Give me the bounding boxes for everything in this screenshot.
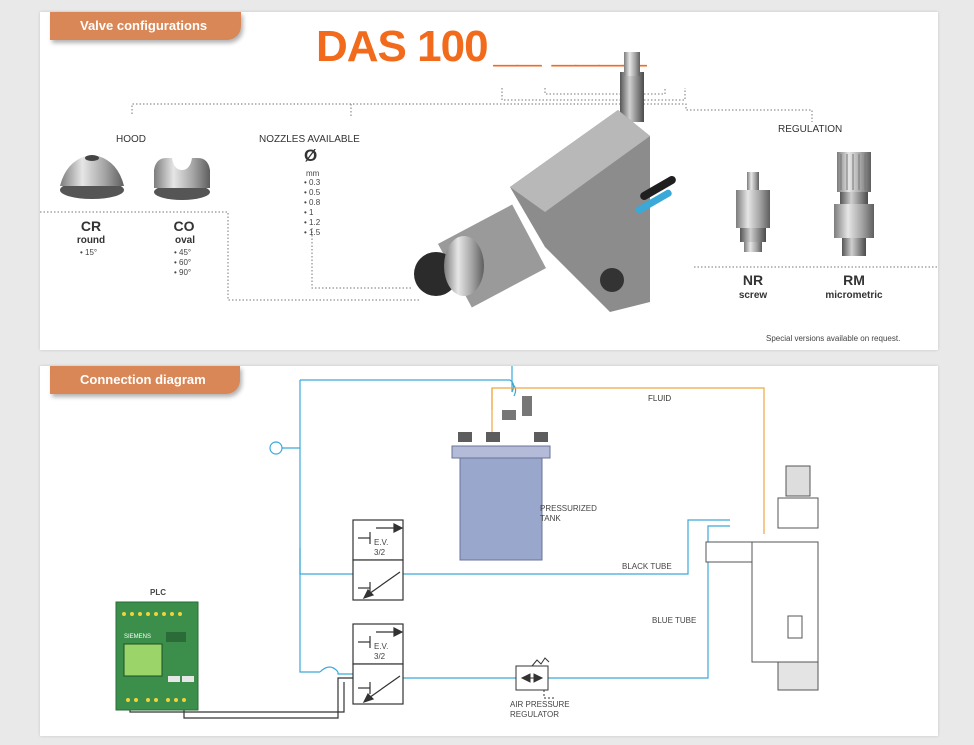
plc-image <box>115 601 199 711</box>
ev-bottom-label: E.V. 3/2 <box>374 642 389 661</box>
black-tube-label: BLACK TUBE <box>622 562 672 571</box>
hood-co-image <box>154 158 210 200</box>
ev-top-label: E.V. 3/2 <box>374 538 389 557</box>
regulation-label: REGULATION <box>778 124 843 135</box>
nozzle-size: • 1.5 <box>304 228 321 237</box>
connection-diagram-tab: Connection diagram <box>50 366 240 394</box>
connection-diagram <box>115 366 819 719</box>
ev-valve-top <box>352 519 404 601</box>
hood-cr-image <box>60 155 124 199</box>
regulation-nr-code: NR <box>742 272 764 288</box>
regulation-rm-name: micrometric <box>825 290 883 301</box>
nozzle-size: • 0.3 <box>304 178 321 187</box>
hood-co-code: CO <box>173 218 195 234</box>
air-pressure-regulator-icon <box>515 657 554 699</box>
diameter-symbol: Ø <box>304 146 318 165</box>
pressurized-tank-image <box>451 396 551 561</box>
blue-tube-lines <box>280 366 730 679</box>
nozzle-size: • 0.8 <box>304 198 321 207</box>
plc-brand: SIEMENS <box>124 634 152 640</box>
air-pressure-regulator-label: AIR PRESSURE REGULATOR <box>510 700 570 719</box>
regulation-nr-name: screw <box>738 290 768 301</box>
nozzle-size: • 1 <box>304 208 314 217</box>
regulation-nr-image <box>736 172 770 252</box>
regulation-rm-code: RM <box>843 272 865 288</box>
regulation-rm-image <box>834 152 874 256</box>
pressurized-tank-label: PRESSURIZED TANK <box>540 504 597 523</box>
special-versions-note: Special versions available on request. <box>766 334 901 343</box>
config-images <box>60 52 874 312</box>
blue-tube-label: BLUE TUBE <box>652 616 697 625</box>
hood-cr-angles: • 15° <box>80 248 98 257</box>
valve-outline-image <box>705 465 819 691</box>
hood-cr-name: round <box>76 235 106 246</box>
fluid-label: FLUID <box>648 394 672 403</box>
nozzle-unit: mm <box>306 169 320 178</box>
hood-label: HOOD <box>116 134 146 145</box>
fluid-line <box>491 387 765 534</box>
hood-co-angles: • 45° • 60° • 90° <box>174 248 192 277</box>
model-name: DAS 100 <box>316 22 489 71</box>
model-code-placeholder: __ ____ <box>493 22 647 71</box>
valve-image <box>414 52 676 312</box>
plc-label: PLC <box>150 588 166 597</box>
valve-configurations-tab: Valve configurations <box>50 12 242 40</box>
valve-configurations-panel: Valve configurations DAS 100__ ____ HOOD… <box>40 12 938 350</box>
model-title: DAS 100__ ____ <box>316 22 647 72</box>
ev-valve-bottom <box>352 623 404 705</box>
config-connector-lines <box>40 88 938 301</box>
hood-co-name: oval <box>174 235 195 246</box>
nozzle-size-list: • 0.3 • 0.5 • 0.8 • 1 • 1.2 • 1.5 <box>304 178 320 238</box>
nozzles-label: NOZZLES AVAILABLE <box>259 134 360 145</box>
connection-diagram-panel: Connection diagram <box>40 366 938 736</box>
nozzle-size: • 0.5 <box>304 188 321 197</box>
hood-cr-code: CR <box>80 218 102 234</box>
nozzle-size: • 1.2 <box>304 218 321 227</box>
